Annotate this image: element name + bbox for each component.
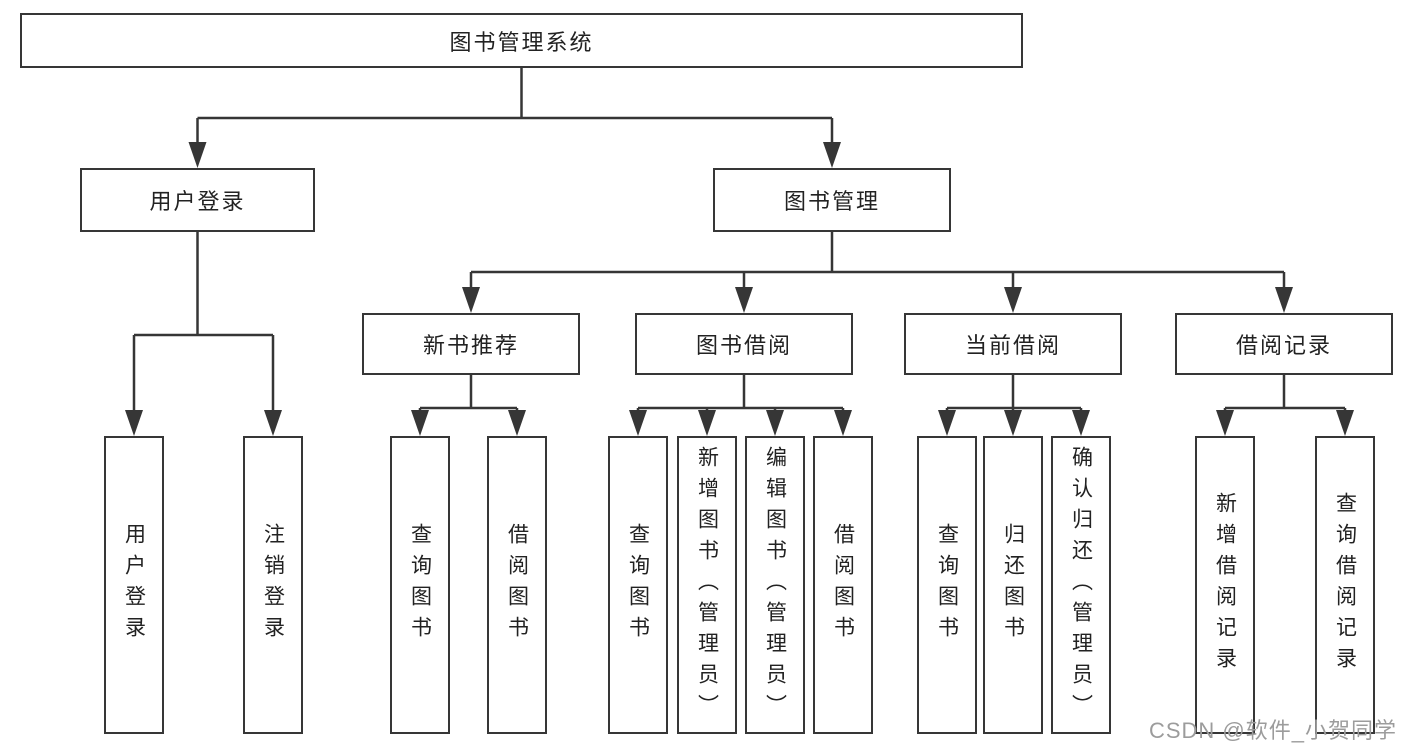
arrowheads [125, 142, 1354, 436]
leaf-query-books-current-label: 查询图书 [935, 523, 959, 647]
leaf-query-books-borrowing-label: 查询图书 [626, 523, 650, 647]
leaf-query-borrow-record: 查询借阅记录 [1315, 436, 1375, 734]
leaf-query-books-recommend: 查询图书 [390, 436, 450, 734]
node-current-borrowing: 当前借阅 [904, 313, 1122, 375]
leaf-return-book: 归还图书 [983, 436, 1043, 734]
leaf-query-books-borrowing: 查询图书 [608, 436, 668, 734]
leaf-borrow-books: 借阅图书 [813, 436, 873, 734]
node-borrowing-records: 借阅记录 [1175, 313, 1393, 375]
node-new-book-recommend-label: 新书推荐 [422, 333, 519, 358]
leaf-query-books-current: 查询图书 [917, 436, 977, 734]
leaf-borrow-books-recommend-label: 借阅图书 [505, 523, 529, 647]
leaf-borrow-books-recommend: 借阅图书 [487, 436, 547, 734]
node-borrowing-records-label: 借阅记录 [1235, 333, 1332, 358]
node-book-management: 图书管理 [713, 168, 951, 232]
leaf-confirm-return-admin: 确认归还（管理员） [1051, 436, 1111, 734]
leaf-query-books-recommend-label: 查询图书 [408, 523, 432, 647]
leaf-query-borrow-record-label: 查询借阅记录 [1333, 492, 1357, 678]
leaf-borrow-books-label: 借阅图书 [831, 523, 855, 647]
leaf-logout-label: 注销登录 [261, 523, 285, 647]
watermark: CSDN @软件_小贺同学 [1148, 718, 1397, 743]
leaf-confirm-return-admin-label: 确认归还（管理员） [1069, 445, 1093, 725]
leaf-edit-book-admin: 编辑图书（管理员） [745, 436, 805, 734]
leaf-return-book-label: 归还图书 [1001, 523, 1025, 647]
node-new-book-recommend: 新书推荐 [362, 313, 580, 375]
node-user-login: 用户登录 [80, 168, 315, 232]
node-user-login-label: 用户登录 [149, 189, 246, 214]
node-book-borrowing-label: 图书借阅 [695, 333, 792, 358]
node-book-management-label: 图书管理 [783, 189, 880, 214]
leaf-user-login: 用户登录 [104, 436, 164, 734]
node-book-borrowing: 图书借阅 [635, 313, 853, 375]
node-root: 图书管理系统 [20, 13, 1023, 68]
leaf-add-borrow-record: 新增借阅记录 [1195, 436, 1255, 734]
leaf-user-login-label: 用户登录 [122, 523, 146, 647]
leaf-add-borrow-record-label: 新增借阅记录 [1213, 492, 1237, 678]
node-current-borrowing-label: 当前借阅 [964, 333, 1061, 358]
leaf-add-book-admin: 新增图书（管理员） [677, 436, 737, 734]
leaf-add-book-admin-label: 新增图书（管理员） [695, 445, 719, 725]
leaf-edit-book-admin-label: 编辑图书（管理员） [763, 445, 787, 725]
leaf-logout: 注销登录 [243, 436, 303, 734]
node-root-label: 图书管理系统 [449, 29, 594, 55]
